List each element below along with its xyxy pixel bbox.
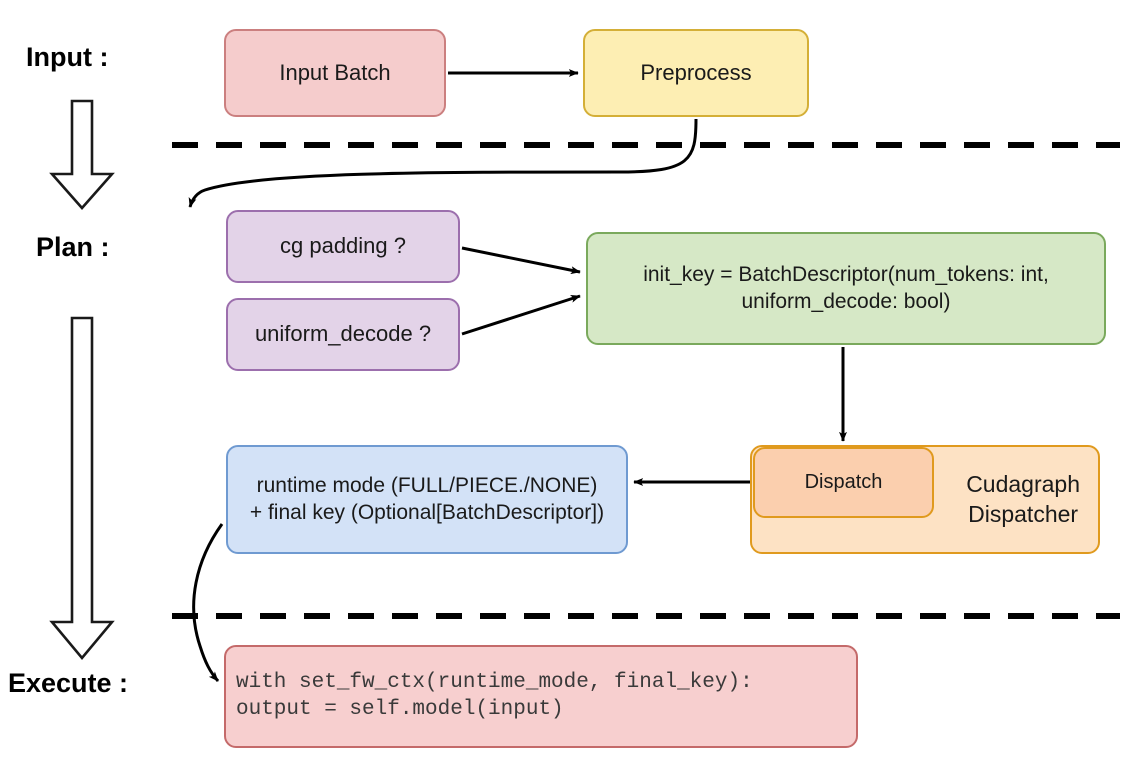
plan-to-execute-block-arrow <box>49 316 115 661</box>
node-init-key[interactable]: init_key = BatchDescriptor(num_tokens: i… <box>586 232 1106 345</box>
node-cg-padding[interactable]: cg padding ? <box>226 210 460 283</box>
node-execute-code-block[interactable]: with set_fw_ctx(runtime_mode, final_key)… <box>224 645 858 748</box>
node-runtime-mode-label: runtime mode (FULL/PIECE./NONE) + final … <box>249 473 605 524</box>
node-preprocess-label: Preprocess <box>640 59 752 85</box>
connector-uniform-decode-to-init-key <box>461 294 581 336</box>
input-to-plan-block-arrow <box>49 99 115 210</box>
node-cudagraph-dispatcher-label: Cudagraph Dispatcher <box>966 471 1080 527</box>
connector-preprocess-to-cg-padding <box>188 118 698 208</box>
node-cg-padding-label: cg padding ? <box>280 233 406 259</box>
node-input-batch[interactable]: Input Batch <box>224 29 446 117</box>
node-input-batch-label: Input Batch <box>279 59 391 85</box>
stage-label-execute: Execute : <box>8 668 129 698</box>
node-execute-code-label: with set_fw_ctx(runtime_mode, final_key)… <box>236 670 753 721</box>
node-dispatch[interactable]: Dispatch <box>753 447 934 518</box>
connector-runtime-mode-to-code <box>192 523 224 682</box>
node-runtime-mode[interactable]: runtime mode (FULL/PIECE./NONE) + final … <box>226 445 628 554</box>
stage-label-plan: Plan : <box>36 232 110 262</box>
node-preprocess[interactable]: Preprocess <box>583 29 809 117</box>
connector-cg-padding-to-init-key <box>461 246 581 275</box>
node-dispatch-label: Dispatch <box>804 470 883 493</box>
stage-label-input: Input : <box>26 42 109 72</box>
node-init-key-label: init_key = BatchDescriptor(num_tokens: i… <box>643 262 1049 313</box>
node-uniform-decode-label: uniform_decode ? <box>254 321 432 347</box>
node-uniform-decode[interactable]: uniform_decode ? <box>226 298 460 371</box>
